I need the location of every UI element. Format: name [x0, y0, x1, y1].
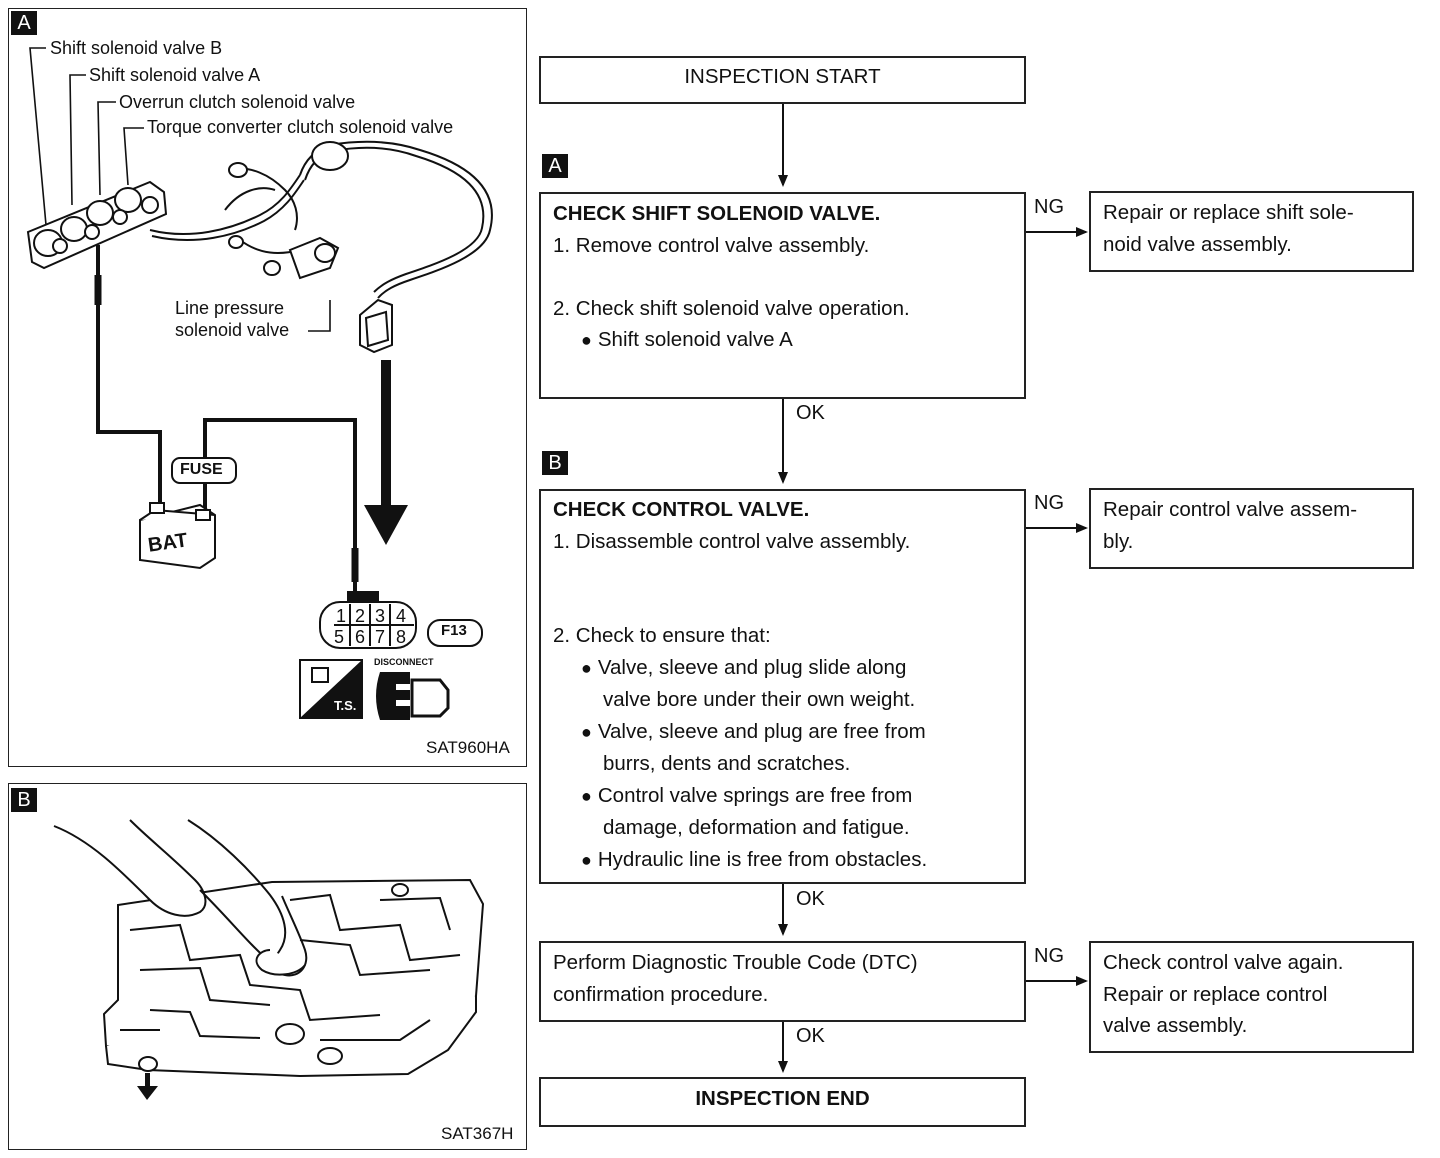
pin-8: 8 [396, 627, 407, 647]
step-b-ng-action-1: Repair control valve assem- [1103, 498, 1358, 521]
step-b-ng-label: NG [1034, 492, 1064, 514]
step-c-line2: confirmation procedure. [553, 982, 769, 1006]
label-overrun-clutch: Overrun clutch solenoid valve [119, 92, 356, 112]
pin-7: 7 [375, 627, 386, 647]
inspection-end-label: INSPECTION END [695, 1087, 870, 1110]
step-b-tag: B [542, 451, 568, 475]
step-b-bullet2-a: Valve, sleeve and plug are free from [541, 716, 1024, 749]
label-shift-solenoid-b: Shift solenoid valve B [50, 38, 223, 58]
step-a-ng-action-1: Repair or replace shift sole- [1103, 201, 1354, 224]
step-c-ok-label: OK [796, 1025, 825, 1047]
pin-1: 1 [336, 606, 347, 626]
inspection-end-box: INSPECTION END [539, 1077, 1026, 1127]
label-line-pressure-1: Line pressure [175, 298, 285, 318]
label-shift-solenoid-a: Shift solenoid valve A [89, 65, 261, 85]
pin-2: 2 [355, 606, 366, 626]
step-c-ng-action-1: Check control valve again. [1103, 951, 1344, 974]
pin-5: 5 [334, 627, 345, 647]
step-a-spacer [541, 261, 1024, 293]
pin-3: 3 [375, 606, 386, 626]
panel-a-code: SAT960HA [426, 738, 510, 757]
label-connector-code: F13 [441, 622, 467, 639]
step-a-bullet1: Shift solenoid valve A [541, 324, 1024, 357]
panel-b-tag: B [11, 788, 37, 812]
step-c-ng-action-3: valve assembly. [1103, 1014, 1248, 1037]
panel-b-code: SAT367H [441, 1124, 514, 1143]
label-line-pressure-2: solenoid valve [175, 320, 290, 340]
label-ts: T.S. [334, 698, 357, 713]
step-b-bullet3-a: Control valve springs are free from [541, 780, 1024, 813]
step-c-ng-box: Check control valve again. Repair or rep… [1089, 941, 1414, 1053]
step-a-ng-label: NG [1034, 196, 1064, 218]
step-c-box: Perform Diagnostic Trouble Code (DTC) co… [539, 941, 1026, 1022]
step-b-spacer2 [541, 589, 1024, 621]
step-c-line1: Perform Diagnostic Trouble Code (DTC) [553, 951, 918, 974]
inspection-start-label: INSPECTION START [684, 65, 881, 88]
inspection-start-box: INSPECTION START [539, 56, 1026, 104]
step-c-ng-action-2: Repair or replace control [1103, 982, 1328, 1006]
step-b-ok-label: OK [796, 888, 825, 910]
step-b-ng-action-2: bly. [1103, 529, 1134, 553]
step-b-ng-box: Repair control valve assem- bly. [1089, 488, 1414, 569]
step-b-bullet3-b: damage, deformation and fatigue. [603, 816, 910, 839]
label-disconnect: DISCONNECT [374, 657, 434, 667]
pin-4: 4 [396, 606, 407, 626]
step-b-box: CHECK CONTROL VALVE. 1. Disassemble cont… [539, 489, 1026, 884]
step-b-title: CHECK CONTROL VALVE. [553, 498, 810, 521]
panel-a-tag: A [11, 11, 37, 35]
step-b-bullet1-b: valve bore under their own weight. [603, 688, 916, 711]
step-b-bullet1-a: Valve, sleeve and plug slide along [541, 652, 1024, 685]
step-a-title: CHECK SHIFT SOLENOID VALVE. [553, 202, 881, 225]
step-c-ng-label: NG [1034, 945, 1064, 967]
step-a-line1: 1. Remove control valve assembly. [553, 233, 870, 257]
step-b-bullet2-b: burrs, dents and scratches. [603, 752, 851, 775]
step-a-box: CHECK SHIFT SOLENOID VALVE. 1. Remove co… [539, 192, 1026, 399]
step-a-ng-action-2: noid valve assembly. [1103, 232, 1292, 256]
label-fuse: FUSE [180, 461, 223, 478]
step-a-ok-label: OK [796, 402, 825, 424]
label-torque-converter: Torque converter clutch solenoid valve [147, 117, 454, 137]
step-b-line1: 1. Disassemble control valve assembly. [553, 529, 911, 553]
step-a-ng-box: Repair or replace shift sole- noid valve… [1089, 191, 1414, 272]
step-b-line2: 2. Check to ensure that: [553, 624, 771, 647]
pin-6: 6 [355, 627, 366, 647]
step-a-line2: 2. Check shift solenoid valve operation. [553, 296, 910, 320]
step-b-bullet4-a: Hydraulic line is free from obstacles. [541, 844, 1024, 877]
step-a-tag: A [542, 154, 568, 178]
step-b-spacer1 [541, 557, 1024, 589]
